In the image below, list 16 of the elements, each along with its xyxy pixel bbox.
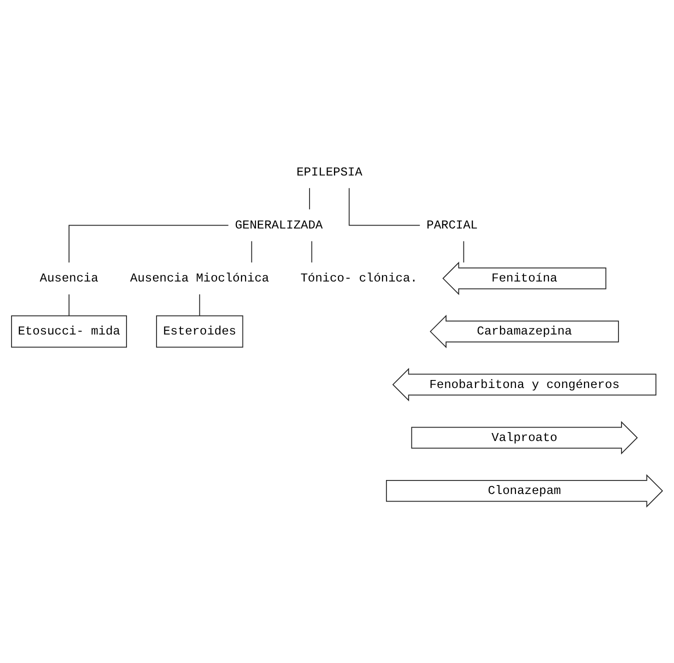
connector [68, 224, 229, 263]
connector [68, 294, 70, 316]
node-box: Esteroides [156, 315, 244, 348]
node-text: EPILEPSIA [296, 165, 362, 180]
node-text: Ausencia Mioclónica [130, 272, 270, 286]
connector [199, 294, 200, 316]
connector [463, 240, 464, 263]
node-text: Tónico- clónica. [300, 272, 418, 286]
node-box: Etosucci- mida [11, 315, 127, 348]
connector [309, 188, 310, 210]
connector [251, 240, 252, 263]
connector [348, 188, 420, 226]
node-text: GENERALIZADA [234, 218, 323, 232]
node-text: PARCIAL [426, 218, 478, 232]
node-text: Ausencia [40, 272, 98, 286]
connector [311, 240, 312, 263]
